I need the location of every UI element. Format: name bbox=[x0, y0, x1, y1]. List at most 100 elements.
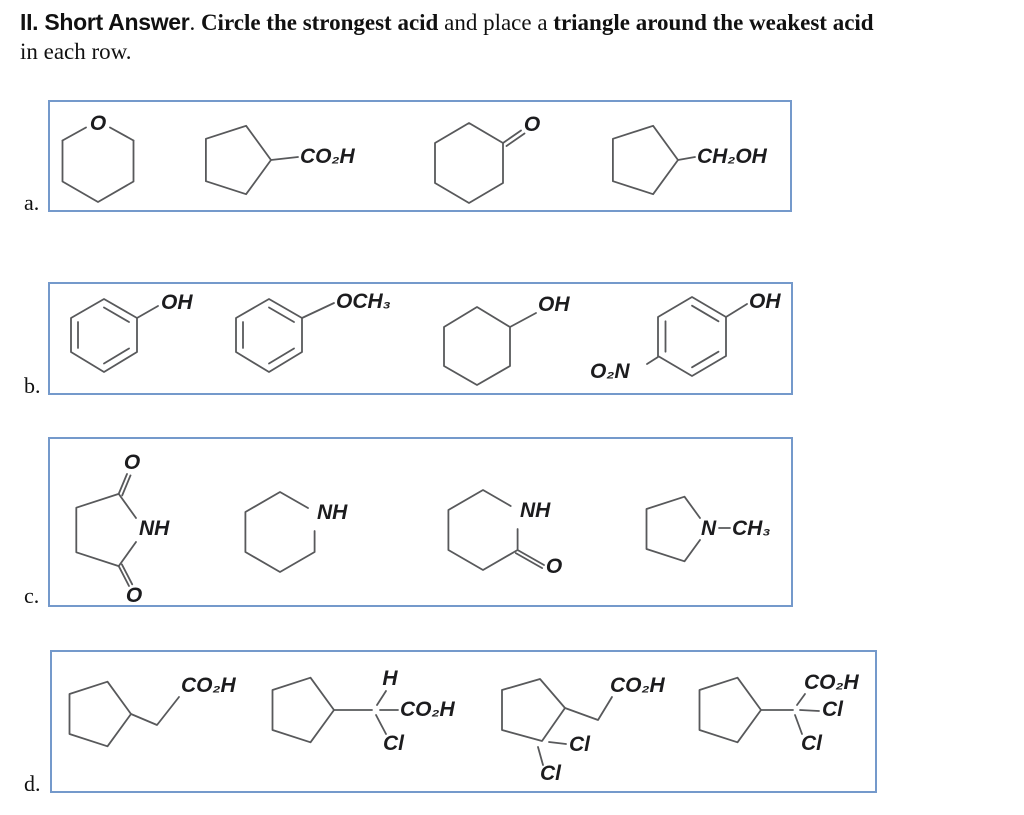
bond bbox=[612, 124, 679, 196]
atom-label-cl: Cl bbox=[569, 733, 591, 756]
bond bbox=[537, 746, 544, 766]
bond bbox=[121, 563, 134, 586]
bond bbox=[691, 304, 720, 323]
structure-n-methylpyrrolidine: N CH₃ bbox=[645, 495, 771, 563]
row-label-d: d. bbox=[24, 771, 41, 796]
bond bbox=[268, 347, 295, 365]
row-label-c: c. bbox=[24, 583, 40, 608]
instruction-line2: in each row. bbox=[20, 39, 132, 64]
bond bbox=[121, 474, 132, 497]
bond bbox=[434, 122, 504, 204]
row-a-structures: O CO₂H O CH₂OH bbox=[61, 112, 768, 204]
atom-label-cl: Cl bbox=[383, 732, 405, 755]
section-heading: II. Short Answer bbox=[20, 9, 190, 35]
atom-label-ch3: CH₃ bbox=[732, 517, 771, 540]
row-d-structures: CO₂H H CO₂H Cl CO₂H Cl Cl bbox=[68, 667, 860, 785]
bond bbox=[443, 306, 511, 386]
structure-dichloro-cyclopentylacetic-acid: CO₂H Cl Cl bbox=[698, 671, 860, 755]
bond bbox=[75, 493, 137, 567]
row-box-c: O O NH NH NH O N CH₃ bbox=[48, 437, 793, 607]
bond bbox=[677, 156, 696, 161]
instruction-weakest: triangle around the weakest acid bbox=[553, 10, 874, 35]
atom-label-co2h: CO₂H bbox=[610, 674, 666, 697]
bond bbox=[514, 552, 544, 569]
bond bbox=[691, 350, 720, 369]
instruction-strongest: Circle the strongest acid bbox=[200, 10, 439, 35]
atom-label-ch2oh: CH₂OH bbox=[697, 145, 768, 168]
bond bbox=[136, 305, 159, 319]
atom-label-o2n: O₂N bbox=[590, 360, 630, 383]
bond bbox=[698, 676, 762, 744]
structure-chloro-cyclopentylacetic-acid: H CO₂H Cl bbox=[271, 667, 456, 755]
structure-cyclopentylmethanol: CH₂OH bbox=[612, 124, 768, 196]
bond bbox=[794, 714, 803, 735]
bond bbox=[68, 680, 132, 748]
atom-label-co2h: CO₂H bbox=[400, 698, 456, 721]
atom-label-cl: Cl bbox=[540, 762, 562, 785]
bond bbox=[103, 306, 130, 323]
bond bbox=[270, 156, 299, 161]
bond bbox=[447, 489, 519, 571]
row-c-structures: O O NH NH NH O N CH₃ bbox=[75, 451, 771, 605]
bond bbox=[645, 495, 701, 563]
atom-label-oh: OH bbox=[161, 291, 193, 314]
structure-phenol: OH bbox=[70, 291, 193, 373]
bond bbox=[61, 126, 87, 142]
bond bbox=[244, 491, 316, 573]
row-b-structures: OH OCH₃ OH OH bbox=[70, 290, 781, 386]
atom-label-och3: OCH₃ bbox=[336, 290, 391, 313]
atom-label-co2h: CO₂H bbox=[181, 674, 237, 697]
bond bbox=[109, 126, 135, 142]
instructions-separator: . bbox=[189, 10, 201, 35]
structure-dichlorocyclopentyl-acetic-acid: CO₂H Cl Cl bbox=[501, 674, 666, 785]
row-box-b: OH OCH₃ OH OH bbox=[48, 282, 793, 395]
structure-cyclohexanol: OH bbox=[443, 293, 570, 386]
bond bbox=[516, 549, 545, 566]
bond bbox=[235, 298, 303, 373]
bond bbox=[61, 139, 135, 203]
bond bbox=[501, 678, 566, 742]
structure-succinimide: O O NH bbox=[75, 451, 170, 605]
row-label-a: a. bbox=[24, 190, 40, 215]
bond bbox=[375, 714, 387, 735]
bond bbox=[117, 565, 130, 587]
bond bbox=[799, 709, 820, 712]
atom-label-co2h: CO₂H bbox=[300, 145, 356, 168]
structure-cyclopentanecarboxylic-acid: CO₂H bbox=[205, 124, 356, 196]
structure-piperidinone: NH O bbox=[447, 489, 562, 578]
atom-label-nh: NH bbox=[520, 499, 551, 522]
atom-label-oxygen: O bbox=[124, 451, 140, 474]
instruction-mid: and place a bbox=[438, 10, 554, 35]
bond bbox=[117, 473, 128, 495]
row-label-b: b. bbox=[24, 373, 41, 398]
atom-label-n: N bbox=[701, 517, 717, 540]
bond bbox=[502, 129, 522, 144]
bond bbox=[564, 696, 613, 721]
structure-4-nitrophenol: OH O₂N bbox=[590, 290, 781, 383]
structure-piperidine: NH bbox=[244, 491, 348, 573]
atom-label-oh: OH bbox=[749, 290, 781, 313]
bond bbox=[725, 303, 748, 318]
atom-label-h: H bbox=[382, 667, 398, 690]
bond bbox=[268, 306, 295, 323]
atom-label-oxygen: O bbox=[546, 555, 562, 578]
atom-label-oxygen: O bbox=[90, 112, 106, 135]
bond bbox=[271, 676, 335, 744]
atom-label-oxygen: O bbox=[524, 113, 540, 136]
bond bbox=[130, 696, 180, 726]
bond bbox=[657, 296, 727, 377]
bond bbox=[646, 356, 659, 365]
instructions-text: II. Short Answer. Circle the strongest a… bbox=[20, 8, 1020, 66]
atom-label-co2h: CO₂H bbox=[804, 671, 860, 694]
structure-cyclopentylacetic-acid: CO₂H bbox=[68, 674, 237, 748]
atom-label-cl: Cl bbox=[822, 698, 844, 721]
bond bbox=[509, 312, 537, 328]
row-box-a: O CO₂H O CH₂OH bbox=[48, 100, 792, 212]
bond bbox=[301, 302, 335, 319]
bond bbox=[103, 347, 130, 365]
atom-label-oxygen: O bbox=[126, 584, 142, 605]
bond bbox=[205, 124, 272, 196]
bond bbox=[70, 298, 138, 373]
bond bbox=[796, 693, 806, 706]
